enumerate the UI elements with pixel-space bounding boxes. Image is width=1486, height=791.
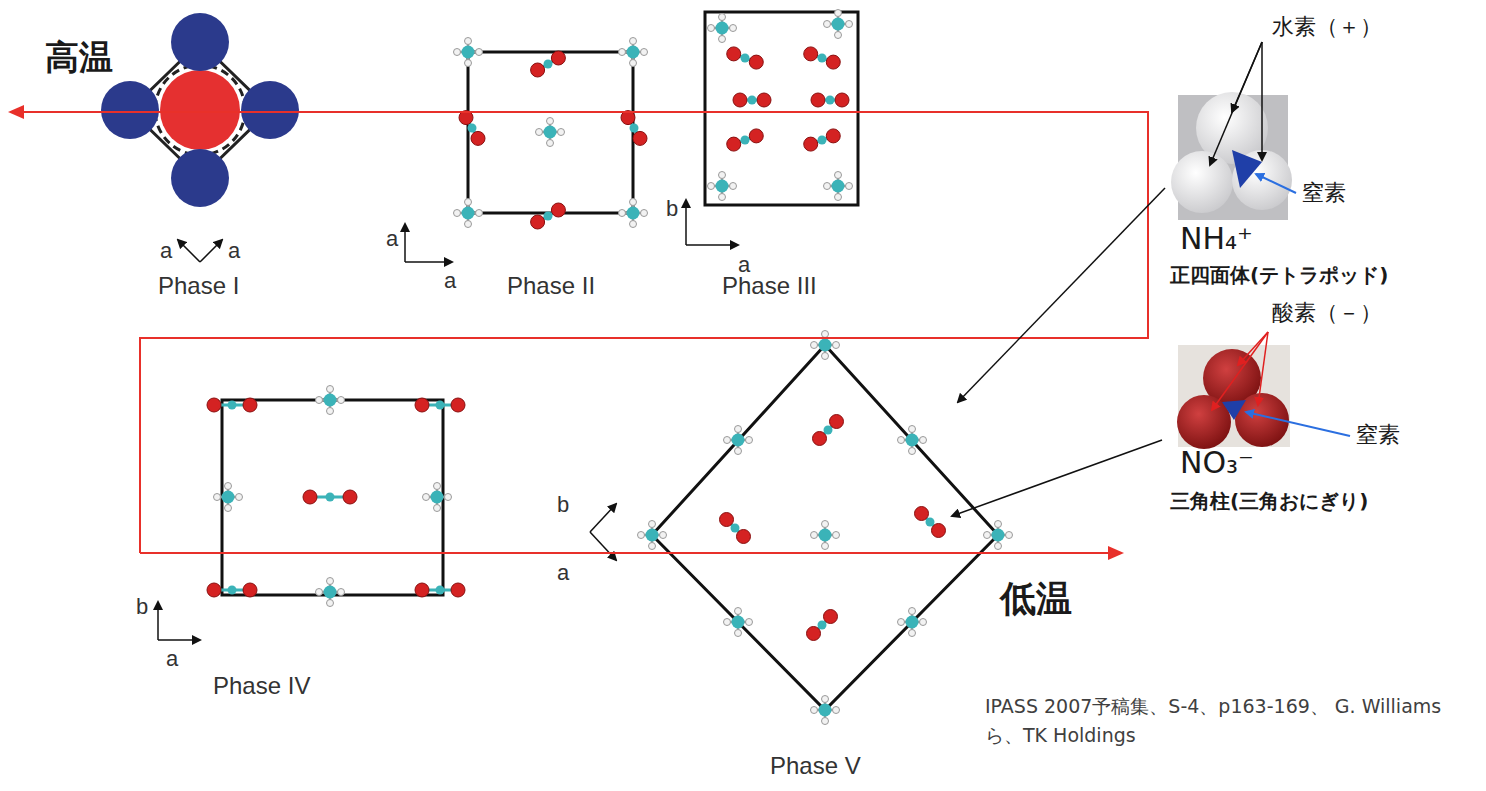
nitrate-ion xyxy=(813,415,844,446)
ammonium-ion xyxy=(708,172,737,201)
phase-label: Phase II xyxy=(507,272,595,300)
formula-label: NH₄⁺ xyxy=(1180,222,1253,257)
ammonium-ion xyxy=(638,521,667,550)
part-label: 酸素（－） xyxy=(1272,300,1382,325)
axis-label: a xyxy=(386,226,398,251)
part-label: 水素（＋） xyxy=(1272,14,1382,39)
nitrate-ion xyxy=(727,129,764,151)
nitrate-ion xyxy=(807,610,838,641)
axis-label: b xyxy=(136,594,148,619)
nitrate-ion xyxy=(720,513,751,544)
nitrate-ion xyxy=(207,583,257,597)
nitrate-ion xyxy=(459,111,485,146)
ammonium-ion xyxy=(214,483,243,512)
ammonium-ion xyxy=(724,426,753,455)
phase-label: Phase IV xyxy=(213,672,310,700)
nitrate-ion xyxy=(207,398,257,412)
nitrate-ion xyxy=(415,398,465,412)
temperature-label: 高温 xyxy=(45,38,113,77)
nitrate-ion xyxy=(531,51,566,77)
nitrate-ion xyxy=(303,490,357,504)
ammonium-model-photo xyxy=(1171,92,1292,220)
ammonium-ion xyxy=(619,38,648,67)
ammonium-ion xyxy=(898,426,927,455)
nitrate-ion xyxy=(733,93,771,107)
nitrate-ion xyxy=(804,47,841,69)
ammonium-ion xyxy=(708,14,737,43)
molecule-layer xyxy=(207,10,1013,725)
phase-one-cell xyxy=(101,13,299,262)
axis-label: b xyxy=(557,492,569,517)
ammonium-ion xyxy=(619,199,648,228)
ammonium-ion xyxy=(811,521,840,550)
phase-four-cell xyxy=(158,400,443,640)
ammonium-ion xyxy=(423,483,452,512)
temperature-arrow xyxy=(8,105,1148,560)
ammonium-ion xyxy=(824,172,853,201)
citation-note: IPASS 2007予稿集、S-4、p163-169、 G. Williamsら… xyxy=(985,692,1465,749)
phase-two-cell xyxy=(405,52,633,262)
nitrate-ion xyxy=(621,111,647,146)
shape-label: 正四面体(テトラポッド) xyxy=(1170,264,1388,287)
nitrate-ion xyxy=(804,129,841,151)
part-label: 窒素 xyxy=(1356,422,1400,447)
axis-label: a xyxy=(160,238,172,263)
part-label: 窒素 xyxy=(1302,180,1346,205)
ammonium-ion xyxy=(984,521,1013,550)
formula-label: NO₃⁻ xyxy=(1180,446,1254,481)
ammonium-ion xyxy=(811,696,840,725)
ammonium-ion xyxy=(811,331,840,360)
axis-label: a xyxy=(444,268,456,293)
ammonium-ion xyxy=(316,386,345,415)
nitrate-ion xyxy=(811,93,849,107)
ammonium-ion xyxy=(454,38,483,67)
leader-lines xyxy=(952,188,1165,516)
phase-three-cell xyxy=(686,12,858,245)
temperature-label: 低温 xyxy=(1000,578,1072,619)
ammonium-ion xyxy=(316,578,345,607)
ammonium-ion xyxy=(724,608,753,637)
ammonium-ion xyxy=(898,608,927,637)
nitrate-ion xyxy=(415,583,465,597)
ammonium-ion xyxy=(454,199,483,228)
ammonium-ion xyxy=(824,10,853,39)
shape-label: 三角柱(三角おにぎり) xyxy=(1170,490,1368,513)
nitrate-ion xyxy=(727,47,764,69)
nitrate-ion xyxy=(531,203,566,229)
phase-label: Phase III xyxy=(722,272,817,300)
axis-label: b xyxy=(666,196,678,221)
axis-label: a xyxy=(166,646,178,671)
nitrate-model-photo xyxy=(1177,345,1290,449)
phase-label: Phase V xyxy=(770,752,861,780)
phase-five-cell xyxy=(590,345,998,710)
ammonium-ion xyxy=(536,118,565,147)
phase-label: Phase I xyxy=(158,272,239,300)
nitrate-ion xyxy=(915,507,946,538)
axis-label: a xyxy=(557,560,569,585)
axis-label: a xyxy=(228,238,240,263)
